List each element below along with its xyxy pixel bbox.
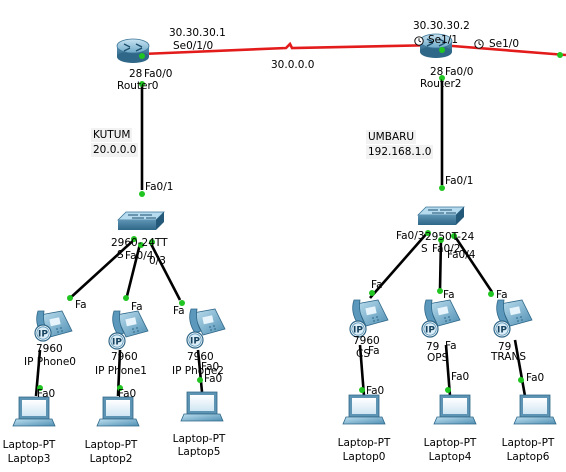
left-switch-port-a: Fa0/4 (125, 250, 154, 262)
phone0-name[interactable]: IP Phone0 (24, 356, 76, 368)
router2-name[interactable]: Router2 (420, 78, 462, 90)
phone1-name[interactable]: IP Phone1 (95, 365, 147, 377)
laptop5-type: Laptop-PT (172, 433, 226, 445)
phone-ops-name[interactable]: OPS (427, 352, 449, 364)
clock-icon (474, 39, 484, 49)
ip-phone-icon[interactable] (108, 310, 149, 350)
phone-ops-port-up: Fa (443, 289, 455, 301)
right-switch-uplink-port: Fa0/1 (445, 175, 474, 187)
serial-link (141, 41, 566, 57)
router2-fa-port: Fa0/0 (445, 66, 474, 78)
laptop3-port: Fa0 (37, 388, 56, 400)
phone-cs-model: 7960 (353, 335, 380, 347)
phone-ops-port-down: Fa (445, 340, 457, 352)
laptop3-name[interactable]: Laptop3 (7, 453, 51, 465)
router2-ip: 30.30.30.2 (413, 20, 470, 32)
router0-model: 28 (129, 68, 143, 80)
network-note-left-address: 20.0.0.0 (91, 143, 139, 157)
laptop-icon[interactable] (180, 391, 224, 422)
ip-phone-icon[interactable] (34, 310, 73, 342)
network-note-left-name: KUTUM (91, 128, 133, 142)
router0-serial-port: Se0/1/0 (173, 40, 214, 52)
phone1-model: 7960 (111, 351, 138, 363)
phone0-port-up: Fa (75, 299, 87, 311)
laptop-icon[interactable] (513, 394, 557, 425)
laptop2-name[interactable]: Laptop2 (89, 453, 133, 465)
router2-serial-port-2: Se1/0 (489, 38, 520, 50)
laptop3-type: Laptop-PT (2, 439, 56, 451)
serial-network-label: 30.0.0.0 (271, 59, 315, 71)
phone2-model: 7960 (187, 351, 214, 363)
left-switch-name-fragment: S (117, 249, 124, 261)
laptop4-type: Laptop-PT (423, 437, 477, 449)
phone-ops-model: 79 (426, 341, 440, 353)
phone2-port-up: Fa (173, 305, 185, 317)
port-status-indicators (37, 47, 563, 393)
laptop2-port: Fa0 (118, 388, 137, 400)
laptop0-name[interactable]: Laptop0 (342, 451, 386, 463)
phone1-port-up: Fa (131, 301, 143, 313)
laptop5-name[interactable]: Laptop5 (177, 446, 221, 458)
router0-name[interactable]: Router0 (117, 80, 159, 92)
laptop0-type: Laptop-PT (337, 437, 391, 449)
phone2-port-down: Fa0 (201, 361, 220, 373)
phone-trans-port-up: Fa (496, 289, 508, 301)
laptop6-port: Fa0 (526, 372, 545, 384)
network-note-right-address: 192.168.1.0 (366, 145, 434, 159)
ip-phone-icon[interactable] (421, 299, 461, 338)
router-icon[interactable] (116, 38, 150, 64)
ip-phone-icon[interactable] (493, 299, 533, 338)
phone0-model: 7960 (36, 343, 63, 355)
phone-cs-port-up: Fa (371, 279, 383, 291)
clock-icon (414, 36, 424, 46)
router0-ip: 30.30.30.1 (169, 27, 226, 39)
left-switch-uplink-port: Fa0/1 (145, 181, 174, 193)
laptop-icon[interactable] (342, 394, 386, 425)
right-switch-model[interactable]: 2950T-24 (425, 231, 475, 243)
laptop-icon[interactable] (433, 394, 477, 425)
phone-trans-model: 79 (498, 341, 512, 353)
laptop-icon[interactable] (96, 396, 140, 427)
phone-cs-port-down: Fa (368, 345, 380, 357)
right-switch-name-fragment: S (421, 243, 428, 255)
ip-phone-icon[interactable] (186, 308, 226, 349)
laptop2-type: Laptop-PT (84, 439, 138, 451)
switch-icon[interactable] (417, 206, 465, 226)
router2-serial-port-1: Se1/1 (428, 34, 459, 46)
router0-fa-port: Fa0/0 (144, 68, 173, 80)
ip-phone-icon[interactable] (349, 299, 389, 338)
left-switch-model[interactable]: 2960-24TT (111, 237, 168, 249)
right-switch-port-c: Fa0/4 (447, 249, 476, 261)
laptop0-port: Fa0 (366, 385, 385, 397)
phone-cs-name[interactable]: CS (356, 348, 370, 360)
laptop6-name[interactable]: Laptop6 (506, 451, 550, 463)
laptop-icon[interactable] (12, 396, 56, 427)
left-switch-port-b: 0/3 (149, 255, 166, 267)
laptop6-type: Laptop-PT (501, 437, 555, 449)
phone2-name[interactable]: IP Phone2 (172, 365, 224, 377)
laptop4-port: Fa0 (451, 371, 470, 383)
phone-trans-name[interactable]: TRANS (491, 351, 526, 363)
laptop4-name[interactable]: Laptop4 (428, 451, 472, 463)
right-switch-port-a: Fa0/3 (396, 230, 425, 242)
switch-icon[interactable] (117, 211, 165, 231)
network-note-right-name: UMBARU (366, 130, 417, 144)
router2-model: 28 (430, 66, 444, 78)
laptop5-port: Fa0 (204, 373, 223, 385)
right-switch-port-b: Fa0/2 (432, 243, 461, 255)
